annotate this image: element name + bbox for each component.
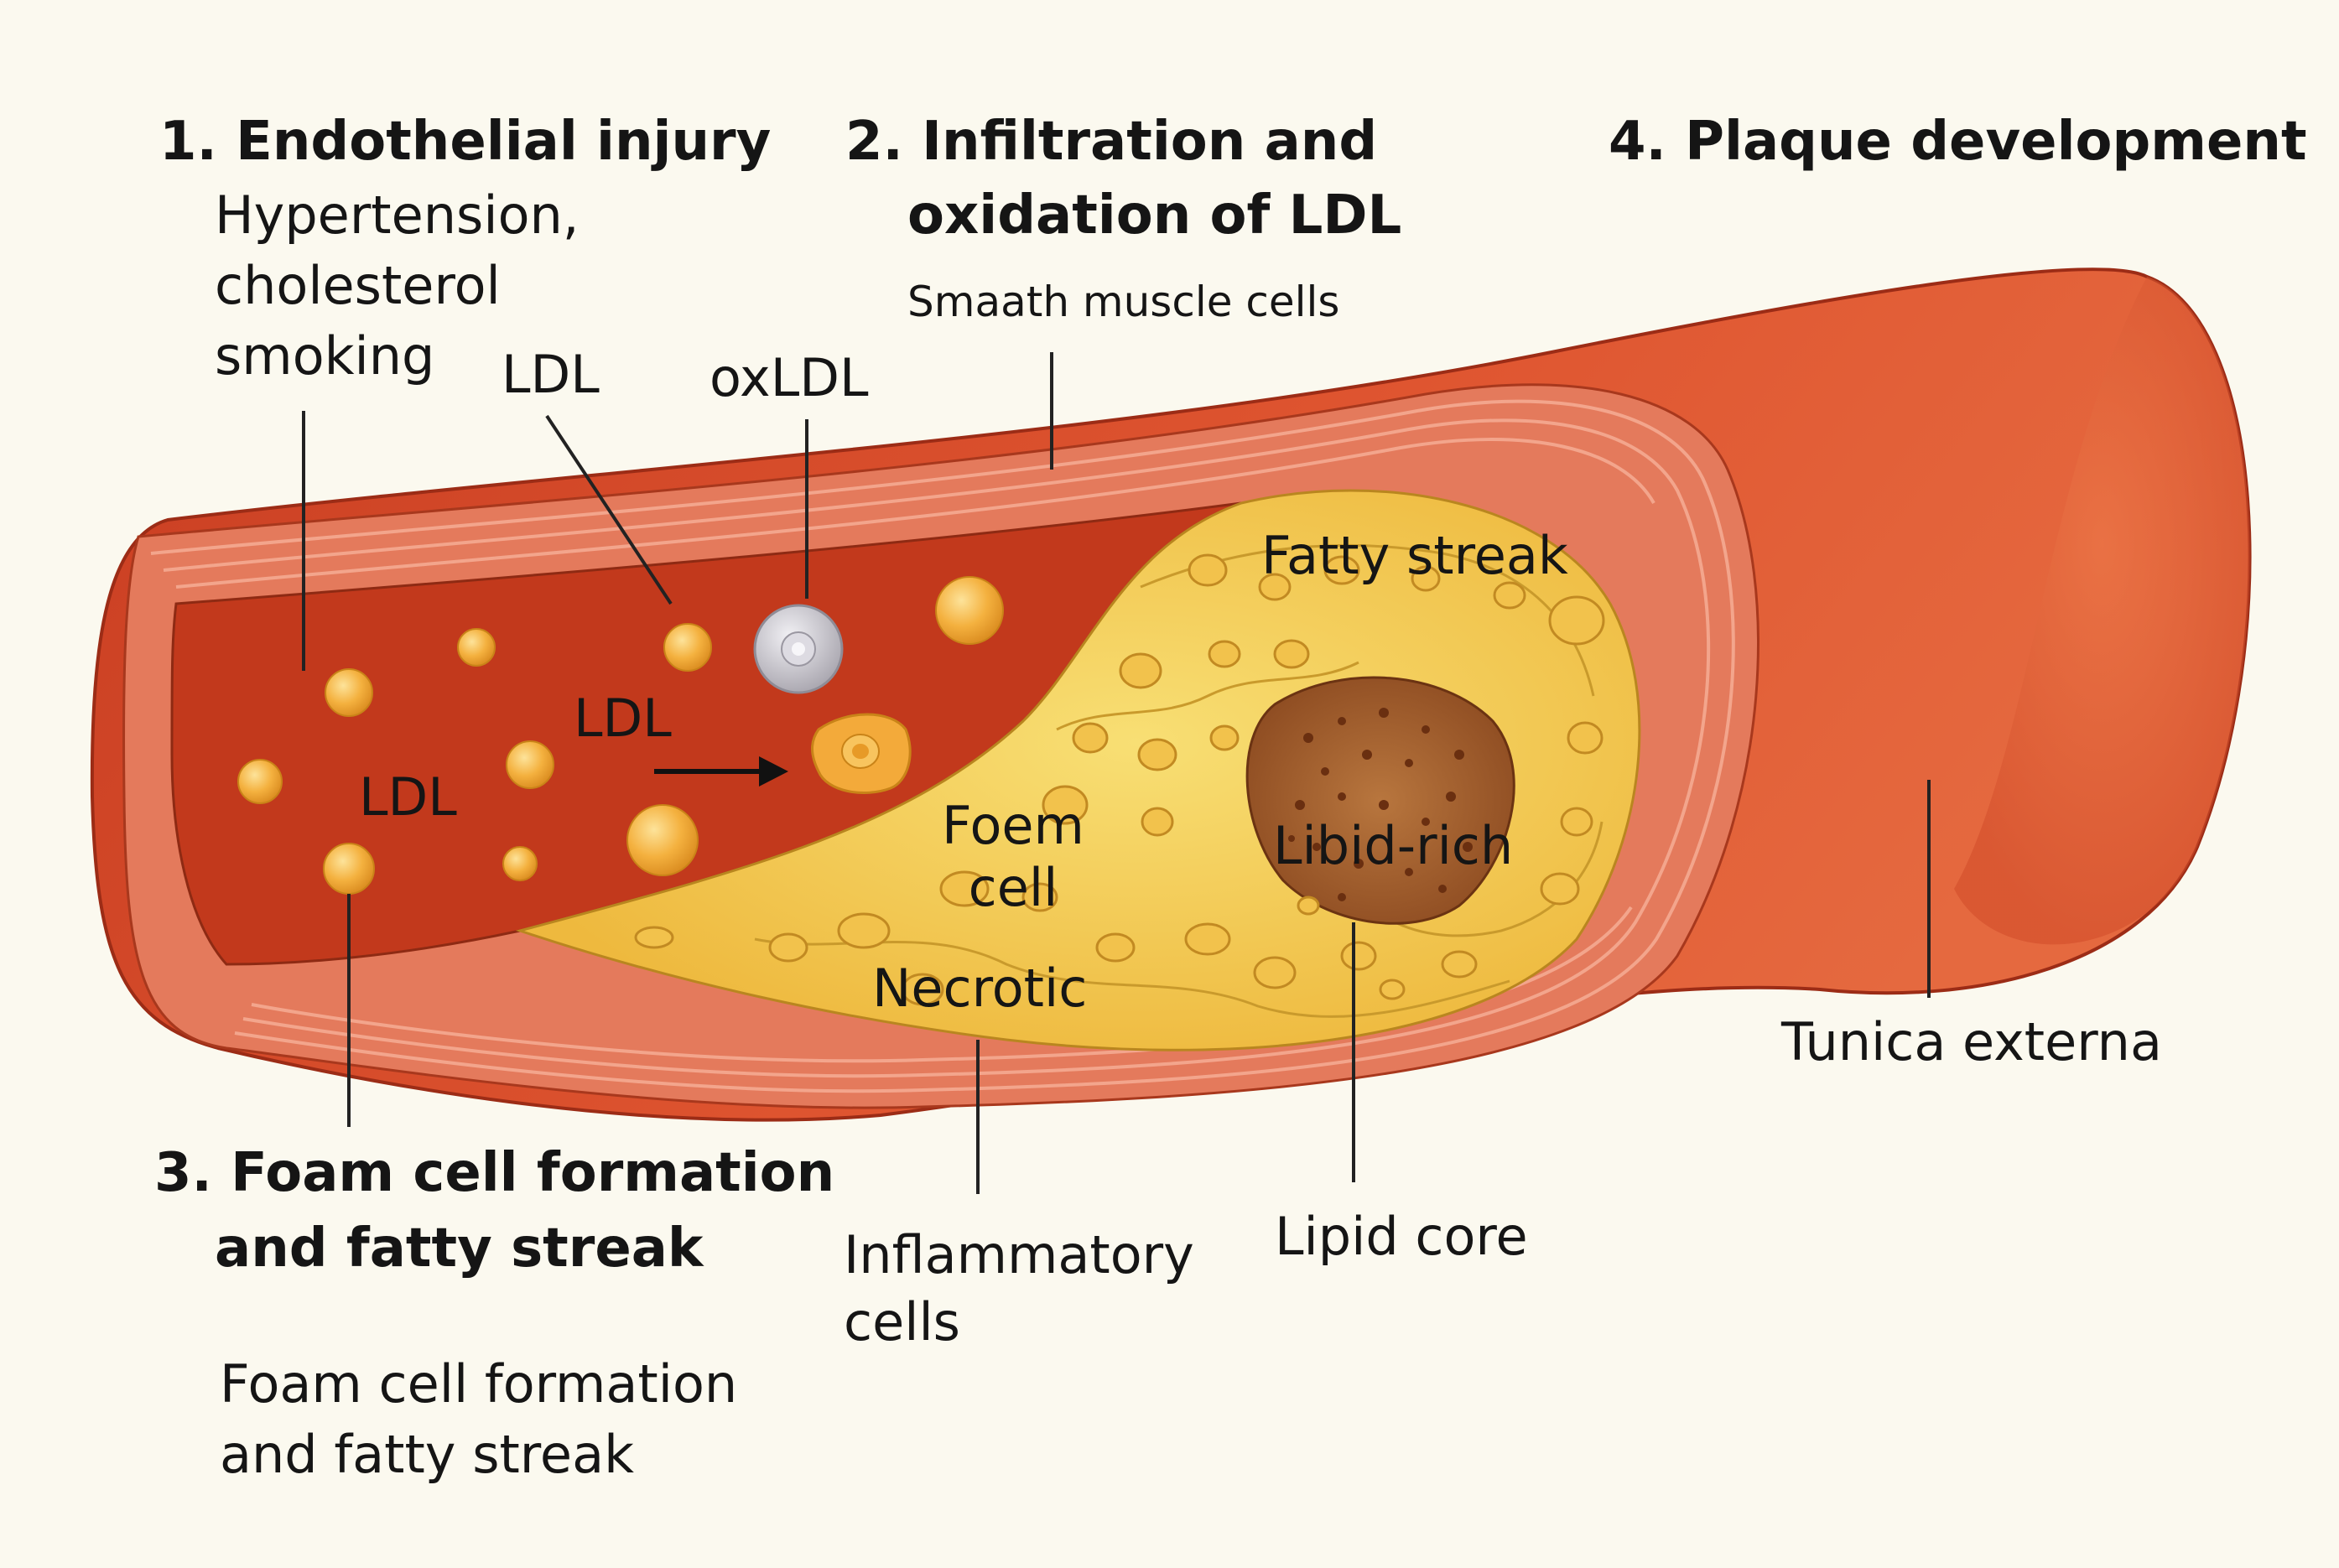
migration-arrow xyxy=(654,756,788,787)
foam-cell-label-line2: cell xyxy=(968,857,1058,918)
plaque-droplets xyxy=(634,553,1605,1006)
tunica-externa-label: Tunica externa xyxy=(1781,1011,2162,1072)
step3-title-line2: and fatty streak xyxy=(215,1218,704,1280)
ldl-particles xyxy=(237,576,1004,895)
oxldl-particle xyxy=(753,604,844,694)
lipid-core xyxy=(1245,676,1515,925)
inflammatory-cells-label-line1: Inflammatory xyxy=(844,1224,1194,1285)
step1-desc-line2: cholesterol xyxy=(215,255,501,316)
step2-title-line2: oxidation of LDL xyxy=(907,184,1402,247)
ldl-label-top: LDL xyxy=(502,344,600,405)
step4-title: 4. Plaque development xyxy=(1609,111,2307,173)
step3-title-line1: 3. Foam cell formation xyxy=(154,1142,835,1204)
lipid-rich-label: Libid-rich xyxy=(1273,815,1514,876)
ldl-entering-wall xyxy=(811,713,912,794)
lipid-core-label: Lipid core xyxy=(1275,1206,1528,1267)
ldl-label-left: LDL xyxy=(359,766,457,828)
leader-lines xyxy=(302,352,1931,1194)
fatty-streak-label: Fatty streak xyxy=(1261,525,1568,586)
step3-desc-line2: and fatty streak xyxy=(220,1424,634,1485)
step3-desc-line1: Foam cell formation xyxy=(220,1353,738,1415)
step1-title: 1. Endothelial injury xyxy=(159,111,772,173)
oxldl-label: oxLDL xyxy=(709,347,869,408)
step1-desc-line1: Hypertension, xyxy=(215,184,580,246)
inflammatory-cells-label-line2: cells xyxy=(844,1291,960,1353)
vessel-end-cap xyxy=(1954,277,2250,945)
step1-desc-line3: smoking xyxy=(215,325,435,387)
ldl-label-mid: LDL xyxy=(574,688,672,749)
step2-title-line1: 2. Infiltration and xyxy=(845,111,1378,173)
necrotic-label: Necrotic xyxy=(872,958,1088,1019)
foam-cell-label-line1: Foem xyxy=(942,795,1084,856)
smooth-muscle-label: Smaath muscle cells xyxy=(907,278,1340,326)
